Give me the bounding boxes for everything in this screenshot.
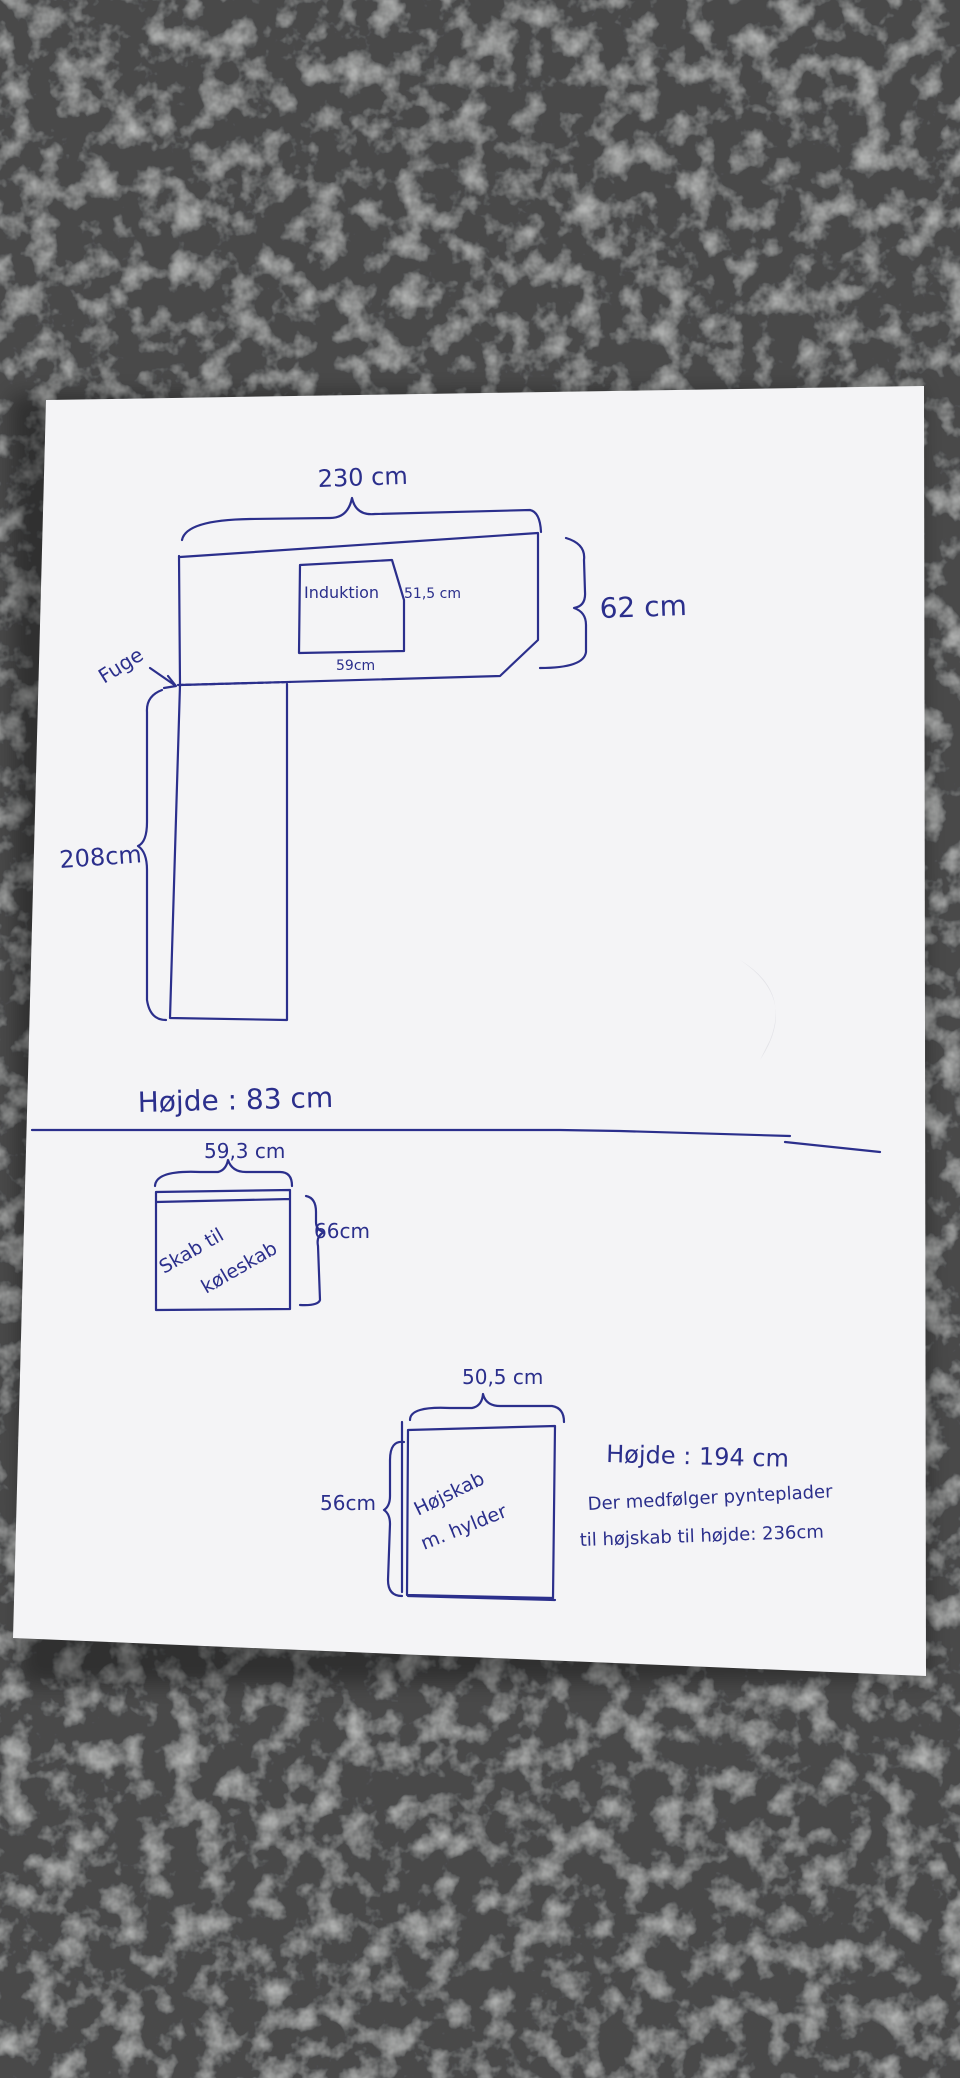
width-brace (180, 496, 543, 542)
countertop-side-section (168, 682, 289, 1022)
paper (13, 386, 926, 1676)
tall-depth-brace (382, 1440, 406, 1598)
width-label: 230 cm (317, 462, 408, 493)
induction-width-label: 59cm (336, 658, 375, 674)
countertop-top-section (177, 531, 540, 687)
joint-line (176, 680, 292, 687)
depth-brace (538, 536, 588, 670)
tall-width-brace (408, 1392, 566, 1424)
induction-height-label: 51,5 cm (404, 586, 461, 602)
induction-hob (297, 558, 406, 655)
joint-arrow (148, 666, 178, 690)
side-brace (136, 688, 168, 1022)
fridge-width-brace (153, 1158, 294, 1188)
tall-cabinet-box (400, 1420, 557, 1602)
side-length-label: 208cm (58, 840, 142, 874)
countertop-height-label: Højde : 83 cm (137, 1081, 333, 1119)
tall-width-label: 50,5 cm (462, 1365, 543, 1389)
depth-label: 62 cm (599, 589, 687, 625)
fridge-width-label: 59,3 cm (204, 1139, 285, 1163)
induction-label: Induktion (304, 583, 379, 602)
fridge-depth-brace (298, 1194, 326, 1307)
fridge-cabinet-box (154, 1188, 292, 1312)
fridge-depth-label: 66cm (314, 1219, 370, 1243)
divider-line (30, 1128, 882, 1154)
tall-depth-label: 56cm (320, 1491, 376, 1515)
tall-height-label: Højde : 194 cm (606, 1440, 789, 1473)
paper-fold-shade (740, 960, 776, 1060)
